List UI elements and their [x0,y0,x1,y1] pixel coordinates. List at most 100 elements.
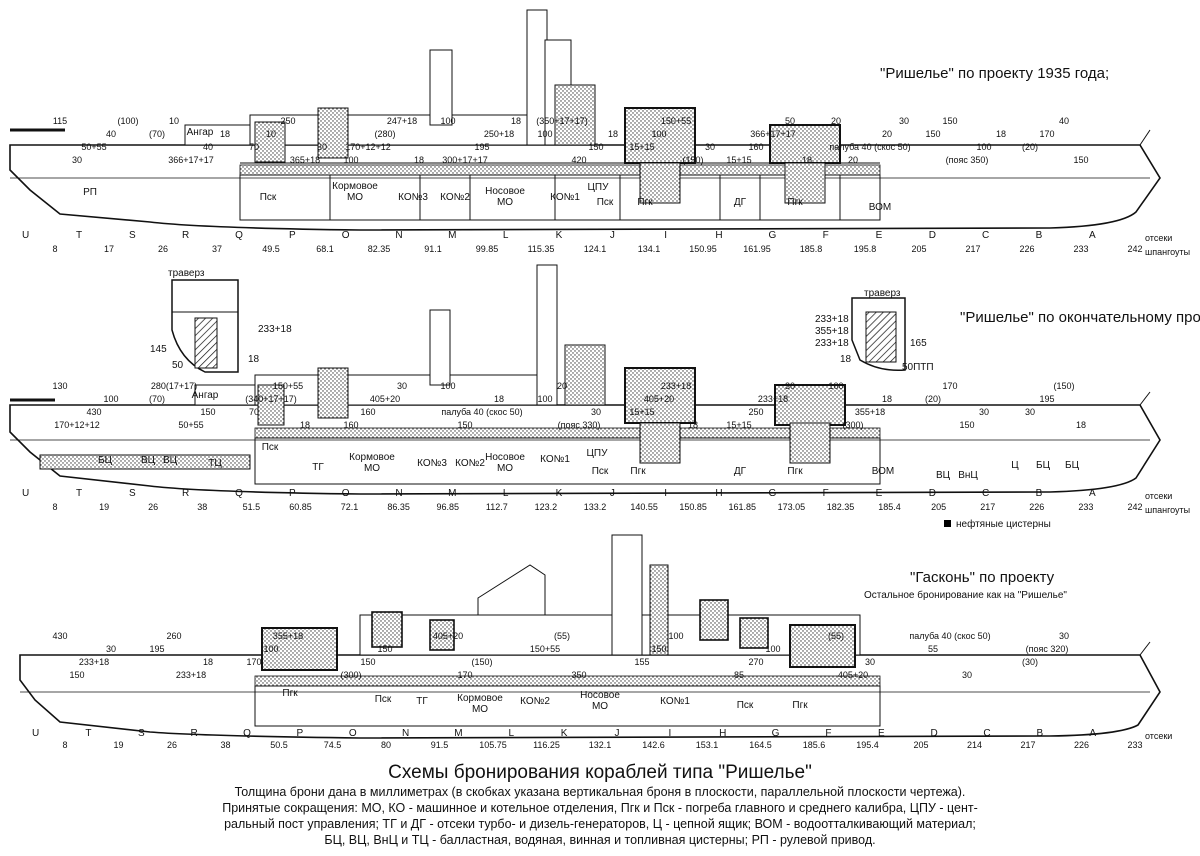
frame-number: 26 [148,502,158,512]
compartment-label: ВОМ [872,466,894,477]
compartment-label: МО [497,197,513,208]
compartment-letter: F [823,488,829,499]
armor-thickness-label: 100 [440,381,455,391]
compartment-label: ДГ [734,466,747,477]
compartment-letter: A [1089,230,1096,241]
armor-thickness-label: (пояс 350) [946,155,989,165]
turret-b [624,107,696,164]
svg-text:18: 18 [248,354,260,365]
armor-thickness-label: 150 [377,644,392,654]
frame-number: 217 [965,244,980,254]
compartment-label: Пск [592,466,609,477]
armor-thickness-label: 18 [688,420,698,430]
sec-turret-1 [371,611,403,648]
armor-thickness-label: 85 [734,670,744,680]
compartment-letter: T [76,230,82,241]
armor-thickness-label: 195 [474,142,489,152]
frame-number: 8 [62,740,67,750]
frame-number: 37 [212,244,222,254]
armor-thickness-label: 40 [106,129,116,139]
frame-number: 185.4 [878,502,901,512]
compartment-label: Пск [737,700,754,711]
funnel [429,49,453,126]
compartment-label: КО№2 [520,696,550,707]
armor-thickness-label: 18 [494,394,504,404]
compartment-letter: P [297,728,304,739]
armor-thickness-label: палуба 40 (скос 50) [829,142,910,152]
armor-thickness-label: 233+18 [176,670,206,680]
turret-a [774,384,846,426]
compartment-letter: M [448,488,456,499]
compartment-label: Пгк [792,700,808,711]
compartment-letter: C [983,728,990,739]
frame-number: 217 [1020,740,1035,750]
frame-number: 68.1 [316,244,334,254]
armor-thickness-label: 150 [651,644,666,654]
tower-armor [649,564,669,656]
frame-number: 161.95 [743,244,771,254]
armor-thickness-label: 195 [149,644,164,654]
frame-number: 150.85 [679,502,707,512]
frame-number: 214 [967,740,982,750]
compartment-letter: S [129,488,136,499]
funnel [477,564,546,616]
compartment-letter: H [715,230,722,241]
svg-text:233+18: 233+18 [815,314,849,325]
frame-number: 38 [197,502,207,512]
compartment-label: БЦ [1065,460,1080,471]
armor-thickness-label: (300) [340,670,361,680]
armor-thickness-label: 150 [457,420,472,430]
armor-thickness-label: 195 [1039,394,1054,404]
oil-tanks-aft [39,454,251,470]
compartment-label: Пгк [787,197,803,208]
compartment-letter: G [772,728,780,739]
armor-thickness-label: 15+15 [726,420,751,430]
svg-text:145: 145 [150,344,167,355]
frame-number: 8 [52,502,57,512]
inset-right-section: траверз 233+18 355+18 233+18 165 18 50ПТ… [815,288,934,373]
compartment-letter: F [823,230,829,241]
frame-number: 74.5 [324,740,342,750]
turret-a [789,624,856,668]
compartment-letter: S [129,230,136,241]
compartment-label: Кормовое [332,181,378,192]
inset-right-title: траверз [864,288,901,299]
armor-thickness-label: 270 [748,657,763,667]
frame-number: 185.8 [800,244,823,254]
compartment-label: МО [347,192,363,203]
armor-thickness-label: 233+18 [79,657,109,667]
armor-thickness-label: (350+17+17) [536,116,588,126]
frame-number: 153.1 [696,740,719,750]
armor-thickness-label: 10 [169,116,179,126]
compartment-letter: T [85,728,91,739]
frame-number: 19 [113,740,123,750]
armor-thickness-label: 30 [1059,631,1069,641]
armor-thickness-label: 18 [203,657,213,667]
citadel-lower [254,437,881,485]
armor-thickness-label: 15+15 [629,142,654,152]
frame-number: 105.75 [479,740,507,750]
armor-thickness-label: 247+18 [387,116,417,126]
compartment-letter: D [931,728,938,739]
armor-thickness-label: 30 [106,644,116,654]
armor-thickness-label: (30) [1022,657,1038,667]
compartment-letter: E [876,488,883,499]
compartment-letter: I [668,728,671,739]
conning-tower [564,344,606,406]
frame-number: 133.2 [584,502,607,512]
compartment-letter: T [76,488,82,499]
armor-thickness-label: 150+55 [273,381,303,391]
frame-number: 195.4 [856,740,879,750]
armor-thickness-label: 30 [705,142,715,152]
frame-number: 242 [1127,244,1142,254]
compartment-label: Кормовое [457,693,503,704]
compartment-letter: I [664,230,667,241]
armor-thickness-label: 150 [200,407,215,417]
legend-label: нефтяные цистерны [956,518,1051,530]
compartment-label: КО№1 [540,454,570,465]
armor-thickness-label: 233+18 [758,394,788,404]
row-label: отсеки [1145,731,1172,741]
compartment-label: КО№3 [398,192,428,203]
compartment-letter: D [929,488,936,499]
compartment-letter: J [615,728,620,739]
